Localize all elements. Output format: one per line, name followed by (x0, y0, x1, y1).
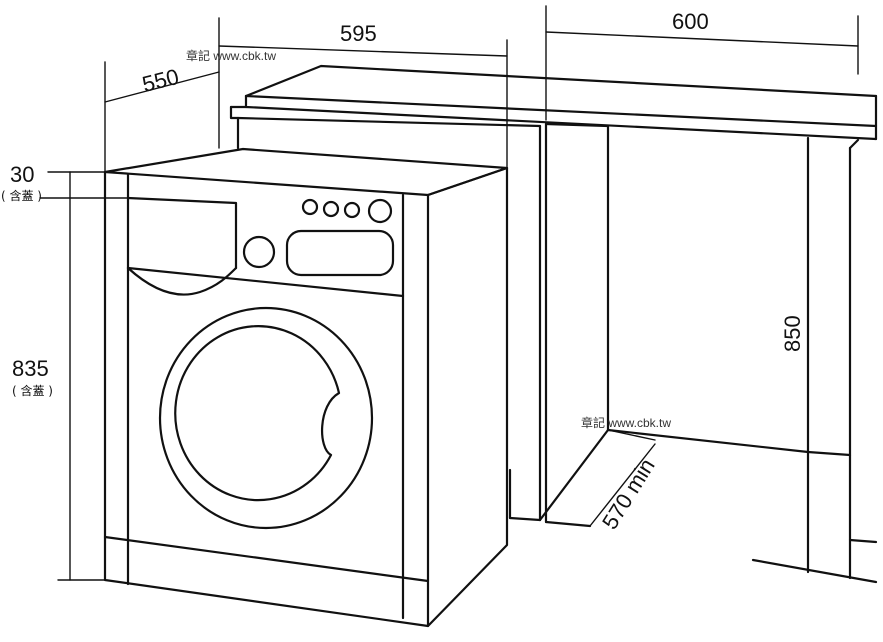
dimension-note-height: ( 含蓋 ) (12, 383, 53, 398)
watermark-text: 章記 www.cbk.tw (186, 48, 276, 63)
program-dial-icon (242, 235, 276, 269)
dimension-label-counter-height: 850 (780, 315, 805, 352)
dimension-label-washer-height: 835 (12, 356, 49, 381)
door-glass-icon (174, 325, 341, 502)
countertop-cabinet (229, 64, 878, 584)
dimension-label-cabinet-width: 600 (672, 9, 709, 34)
dimension-note-lid: ( 含蓋 ) (1, 188, 42, 203)
control-knob-icon (367, 198, 393, 224)
control-knob-icon (322, 200, 340, 218)
dimension-label-depth-washer: 550 (140, 64, 182, 97)
watermark-text: 章記 www.cbk.tw (581, 415, 671, 430)
control-knob-icon (301, 198, 319, 216)
display-window-icon (285, 229, 395, 277)
dimension-label-width-washer: 595 (340, 21, 377, 46)
dimension-label-depth-min: 570 min (597, 454, 660, 534)
control-knob-icon (343, 201, 361, 219)
washing-machine (103, 147, 509, 628)
dimension-lines (39, 5, 859, 581)
door-ring-icon (158, 306, 374, 530)
dimension-label-lid-thickness: 30 (10, 162, 34, 187)
